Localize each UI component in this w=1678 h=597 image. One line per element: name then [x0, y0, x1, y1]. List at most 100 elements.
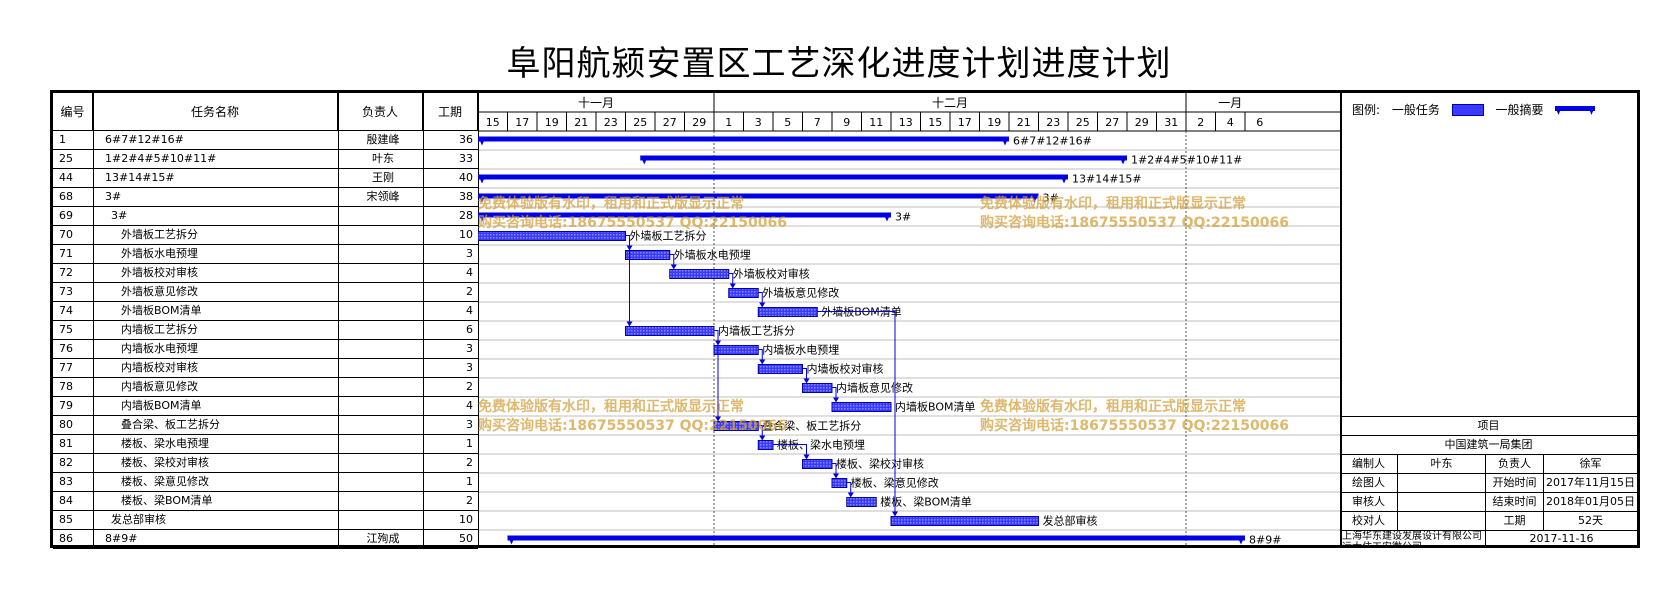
- row-task-name: 楼板、梁水电预埋: [121, 437, 209, 450]
- task-bar: [728, 288, 759, 298]
- task-bar: [802, 383, 833, 393]
- side-panel: 图例: 一般任务 一般摘要 项目 中国建筑一局集团 编制人 叶东 负责人 徐军 …: [1340, 93, 1637, 546]
- row-task-name: 外墙板BOM清单: [121, 304, 202, 317]
- summary-cap-end: [1237, 535, 1245, 545]
- row-task-name: 内墙板水电预埋: [121, 342, 198, 355]
- row-task-name: 楼板、梁意见修改: [121, 475, 209, 488]
- row-duration: 3: [466, 361, 473, 374]
- row-id: 71: [59, 247, 73, 260]
- legend-summary-label: 一般摘要: [1495, 103, 1544, 117]
- duration-label: 工期: [1486, 512, 1544, 530]
- header-duration: 工期: [423, 93, 478, 131]
- page-title: 阜阳航颍安置区工艺深化进度计划进度计划: [506, 44, 1172, 84]
- summary-cap-end: [1060, 174, 1068, 184]
- day-label: 25: [1076, 116, 1090, 129]
- title-block: 项目 中国建筑一局集团 编制人 叶东 负责人 徐军 绘图人 开始时间 2017年…: [1340, 416, 1637, 546]
- row-task-name: 6#7#12#16#: [105, 133, 184, 146]
- owner-value: 徐军: [1579, 457, 1602, 470]
- row-duration: 2: [466, 456, 473, 469]
- header-owner: 负责人: [338, 93, 423, 131]
- row-owner: 王刚: [372, 171, 394, 184]
- row-task-name: 3#: [105, 190, 122, 203]
- col-divider: [423, 93, 424, 545]
- row-id: 85: [59, 513, 73, 526]
- day-label: 11: [869, 116, 883, 129]
- row-task-name: 内墙板BOM清单: [121, 399, 202, 412]
- duration-value: 52天: [1578, 514, 1603, 527]
- row-duration: 36: [459, 133, 473, 146]
- bar-label: 13#14#15#: [1072, 173, 1142, 186]
- start-value: 2017年11月15日: [1546, 476, 1635, 489]
- row-task-name: 楼板、梁校对审核: [121, 456, 209, 469]
- row-id: 83: [59, 475, 73, 488]
- row-task-name: 13#14#15#: [105, 171, 175, 184]
- task-bar: [478, 231, 626, 241]
- row-duration: 38: [459, 190, 473, 203]
- row-duration: 2: [466, 285, 473, 298]
- doc-date: 2017-11-16: [1529, 532, 1594, 545]
- summary-bar: [478, 212, 891, 218]
- day-label: 1: [725, 116, 732, 129]
- dependency-arrow: [892, 511, 898, 517]
- row-id: 68: [59, 190, 73, 203]
- dependency-arrow: [803, 454, 810, 460]
- dependency-link: [758, 425, 763, 439]
- bar-label: 发总部审核: [1043, 514, 1098, 528]
- day-label: 31: [1164, 116, 1178, 129]
- dependency-link: [714, 330, 719, 420]
- row-id: 86: [59, 532, 73, 545]
- dependency-arrow: [759, 359, 766, 365]
- owner-label: 负责人: [1486, 455, 1544, 473]
- dependency-arrow: [847, 492, 854, 498]
- task-bar: [831, 478, 848, 488]
- day-label: 7: [814, 116, 821, 129]
- dependency-link: [817, 311, 896, 515]
- row-task-name: 8#9#: [105, 532, 138, 545]
- bar-label: 1#2#4#5#10#11#: [1131, 154, 1242, 167]
- bar-label: 外墙板工艺拆分: [630, 229, 707, 243]
- row-task-name: 楼板、梁BOM清单: [121, 494, 213, 507]
- day-label: 13: [899, 116, 913, 129]
- bar-label: 楼板、梁BOM清单: [880, 495, 972, 509]
- dependency-arrow: [803, 378, 810, 384]
- summary-cap-end: [1030, 193, 1039, 203]
- row-id: 80: [59, 418, 73, 431]
- row-duration: 28: [459, 209, 473, 222]
- row-duration: 6: [466, 323, 473, 336]
- row-task-name: 3#: [111, 209, 128, 222]
- row-duration: 33: [459, 152, 473, 165]
- row-id: 44: [59, 171, 73, 184]
- drawer-value: [1398, 474, 1486, 492]
- day-label: 29: [1135, 116, 1149, 129]
- watermark-line1: 免费体验版有水印，租用和正式版显示正常: [478, 196, 744, 212]
- month-label: 一月: [1218, 96, 1242, 110]
- checker-label: 校对人: [1340, 512, 1398, 530]
- task-bar: [802, 459, 833, 469]
- row-id: 70: [59, 228, 73, 241]
- bar-label: 3#: [1043, 192, 1059, 205]
- row-duration: 10: [459, 513, 473, 526]
- dependency-link: [832, 387, 837, 401]
